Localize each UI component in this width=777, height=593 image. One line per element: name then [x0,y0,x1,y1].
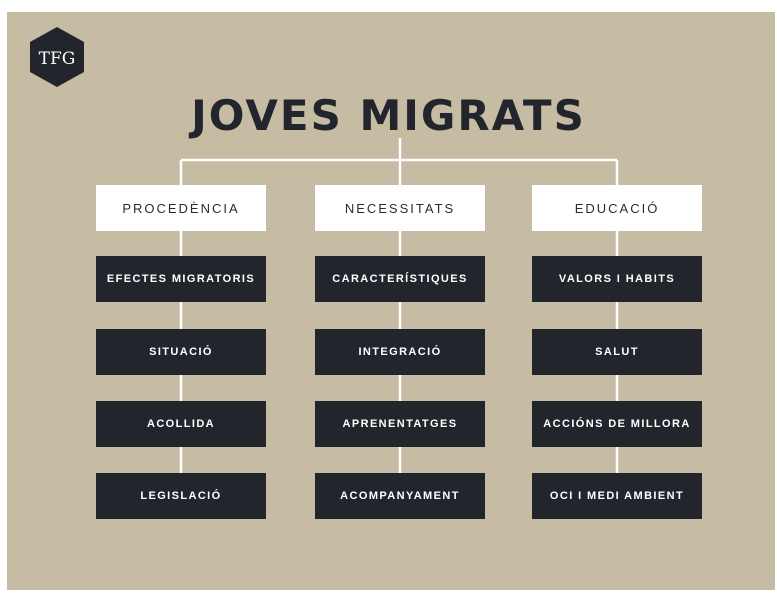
diagram-title: JOVES MIGRATS [191,91,586,140]
item-situacio: SITUACIÓ [96,329,266,375]
item-valors-i-habits: VALORS I HABITS [532,256,702,302]
item-oci-i-medi-ambient: OCI I MEDI AMBIENT [532,473,702,519]
hexagon-logo-icon: TFG [30,27,84,87]
item-aprenentatges: APRENENTATGES [315,401,485,447]
item-accions-de-millora: ACCIÓNS DE MILLORA [532,401,702,447]
item-acompanyament: ACOMPANYAMENT [315,473,485,519]
item-efectes-migratoris: EFECTES MIGRATORIS [96,256,266,302]
item-integracio: INTEGRACIÓ [315,329,485,375]
logo-text: TFG [39,49,76,69]
column-header-necessitats: NECESSITATS [315,185,485,231]
column-header-educacio: EDUCACIÓ [532,185,702,231]
column-header-procedencia: PROCEDÈNCIA [96,185,266,231]
item-acollida: ACOLLIDA [96,401,266,447]
item-caracteristiques: CARACTERÍSTIQUES [315,256,485,302]
logo: TFG [29,26,85,88]
item-legislacio: LEGISLACIÓ [96,473,266,519]
item-salut: SALUT [532,329,702,375]
